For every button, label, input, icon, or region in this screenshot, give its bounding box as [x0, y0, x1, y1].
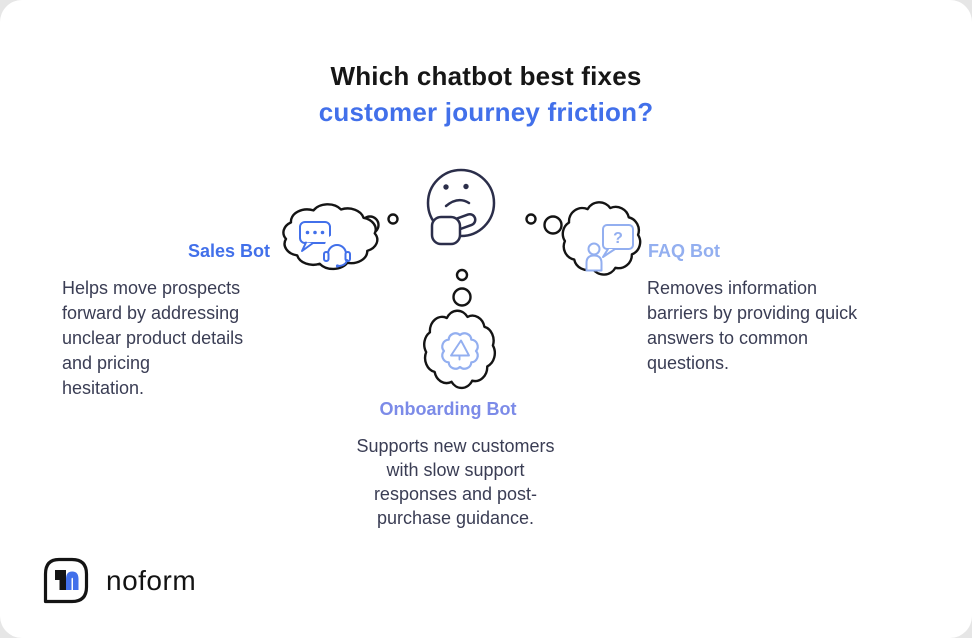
sales-bot-label: Sales Bot — [187, 241, 270, 261]
sales-bot-description: Helps move prospects forward by addressi… — [62, 278, 244, 398]
thought-cloud-faq — [563, 202, 640, 274]
logo-text: noform — [106, 565, 197, 596]
title-line-1: Which chatbot best fixes — [330, 61, 642, 91]
logo: noform — [42, 556, 196, 606]
title-line-2: customer journey friction? — [318, 97, 654, 127]
onboarding-bot-label: Onboarding Bot — [379, 399, 517, 419]
faq-bot-label: FAQ Bot — [648, 241, 720, 261]
headset — [323, 234, 351, 268]
question-mark-glyph: ? — [613, 230, 623, 247]
faq-bot-description: Removes information barriers by providin… — [647, 278, 858, 373]
title: Which chatbot best fixes customer journe… — [0, 58, 972, 130]
onboarding-bot-description: Supports new customers with slow support… — [356, 436, 555, 528]
fist — [430, 215, 462, 246]
thinking-face-icon — [426, 168, 496, 246]
thought-dots-right — [525, 213, 563, 235]
chat-headset-icon — [299, 221, 351, 268]
gear-megaphone-icon — [441, 332, 479, 370]
noform-logo-icon — [43, 557, 89, 604]
thought-dots-bottom — [452, 268, 472, 307]
person-question-icon: ? — [585, 224, 634, 272]
